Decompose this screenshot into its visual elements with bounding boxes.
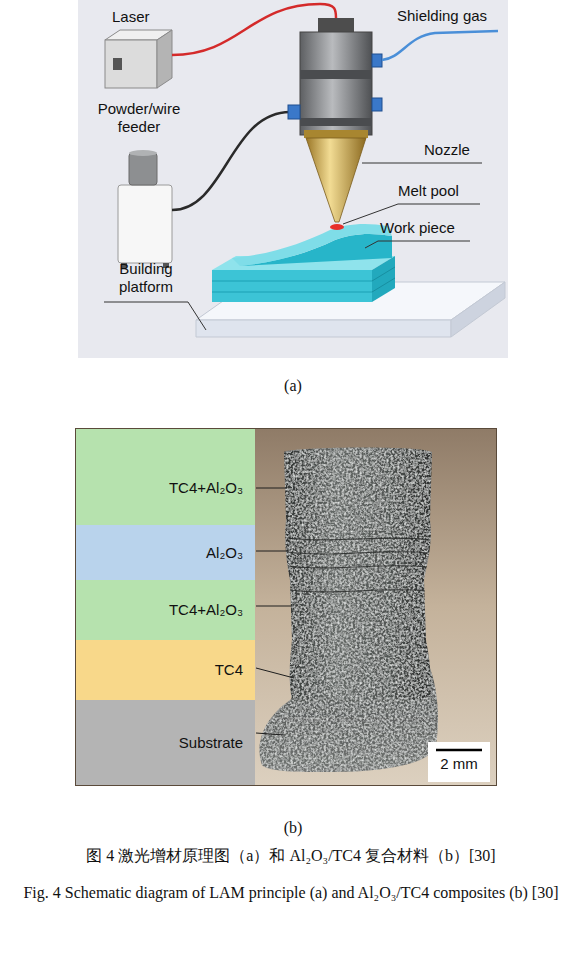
- platform-front: [196, 320, 451, 337]
- leader-line: [104, 302, 206, 330]
- layer-label: Substrate: [179, 734, 243, 752]
- feeder-unit: [118, 150, 172, 268]
- stack-side: [372, 256, 395, 302]
- feeder-hopper: [129, 153, 157, 185]
- leader-line: [365, 241, 470, 248]
- melt-pool: [330, 224, 344, 230]
- layer-band: TC4: [76, 640, 255, 700]
- leader-lines: [256, 488, 294, 735]
- photo-frame: [76, 429, 497, 786]
- part-label: Work piece: [380, 219, 455, 237]
- scale-label: 2 mm: [430, 755, 488, 773]
- laser-side: [157, 30, 172, 88]
- leader-line: [256, 488, 287, 489]
- figure-caption: 图 4 激光增材原理图（a）和 Al₂O₃/TC4 复合材料（b）[30]: [6, 846, 576, 865]
- scale-bar: [436, 749, 482, 752]
- nozzle-cone: [306, 138, 366, 222]
- part-label: Shielding gas: [397, 7, 487, 25]
- leader-line: [362, 163, 482, 164]
- leader-line: [256, 551, 289, 552]
- layer-line: [372, 267, 395, 281]
- layer-line: [290, 590, 425, 592]
- head-ring: [300, 118, 372, 126]
- layer-line: [287, 538, 430, 540]
- head-body: [300, 32, 372, 135]
- part-label: Powder/wire feeder: [93, 100, 185, 136]
- leader-line: [256, 668, 294, 678]
- layer-line: [212, 291, 372, 292]
- powder-port: [288, 105, 300, 119]
- laser-port: [113, 58, 122, 70]
- gas-hose: [382, 31, 498, 60]
- laser-unit: [105, 30, 172, 88]
- panel-label: (a): [243, 376, 343, 395]
- leader-line: [256, 733, 284, 735]
- layer-band: TC4+Al₂O₃: [76, 580, 255, 640]
- curved-wall-top: [232, 224, 392, 266]
- layer-label: TC4+Al₂O₃: [169, 479, 243, 497]
- leader-lines: [104, 163, 482, 330]
- deposit-layers: [287, 538, 430, 592]
- work-piece: [212, 224, 395, 302]
- nozzle-collar: [304, 130, 368, 138]
- feeder-hopper-top: [129, 150, 157, 156]
- head-cap: [318, 18, 354, 32]
- layer-line: [287, 552, 428, 554]
- layer-label: TC4: [215, 661, 243, 679]
- stack-front: [212, 270, 372, 302]
- layer-label: Al₂O₃: [206, 544, 243, 562]
- layer-line: [372, 278, 395, 292]
- photo-background: [255, 428, 496, 785]
- scale-box: [428, 742, 490, 782]
- deposited-cylinder: [284, 447, 432, 700]
- laser-front: [105, 40, 157, 88]
- layer-line: [288, 566, 426, 568]
- leader-line: [256, 606, 291, 607]
- layer-band: Al₂O₃: [76, 525, 255, 580]
- panel-label: (b): [243, 818, 343, 837]
- head-ring: [300, 70, 372, 79]
- layer-label: TC4+Al₂O₃: [169, 601, 243, 619]
- feeder-body: [118, 185, 172, 263]
- part-label: Laser: [112, 8, 150, 26]
- water-port: [372, 98, 382, 111]
- figure-caption-english: Fig. 4 Schematic diagram of LAM principl…: [12, 878, 570, 908]
- deposition-head: [288, 18, 382, 222]
- panel-background: [78, 0, 508, 358]
- layer-line: [212, 280, 372, 281]
- part-label: Nozzle: [424, 141, 470, 159]
- part-label: Melt pool: [398, 182, 459, 200]
- part-label: Building platform: [102, 260, 190, 296]
- feed-line: [172, 112, 290, 210]
- layer-band: TC4+Al₂O₃: [76, 429, 255, 525]
- gas-port: [372, 54, 382, 67]
- platform-side: [451, 282, 505, 337]
- layer-band: Substrate: [76, 700, 255, 785]
